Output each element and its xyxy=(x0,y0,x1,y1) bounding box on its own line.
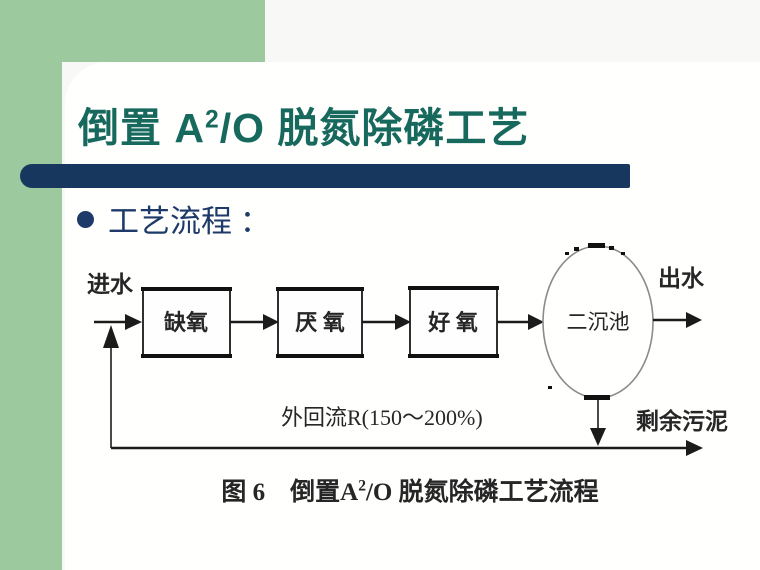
title-text-suffix: /O 脱氮除磷工艺 xyxy=(219,105,530,151)
return-riser-arrow xyxy=(103,325,119,448)
ellipse-dot xyxy=(548,386,552,389)
return-sludge-line xyxy=(111,440,703,456)
ellipse-dot xyxy=(621,252,625,255)
reflux-label: 外回流R(150～200%) xyxy=(281,405,483,430)
sludge-down-arrow xyxy=(590,400,606,446)
process-box-label: 好 氧 xyxy=(427,310,478,335)
excess-sludge-label: 剩余污泥 xyxy=(636,408,728,434)
ellipse-dot xyxy=(609,246,614,250)
ellipse-bottom-dash xyxy=(584,395,610,400)
caption-text-suffix: /O 脱氮除磷工艺流程 xyxy=(365,479,599,506)
left-accent-strip xyxy=(0,0,62,570)
title-underline-bar xyxy=(20,164,630,188)
ellipse-dot xyxy=(565,252,569,255)
flow-arrow-2 xyxy=(362,314,411,330)
process-box-anoxic: 缺氧 xyxy=(141,287,232,358)
page-title: 倒置 A2/O 脱氮除磷工艺 xyxy=(78,94,529,154)
flow-arrow-3 xyxy=(497,314,544,330)
flow-arrow-1 xyxy=(230,314,279,330)
clarifier-ellipse: 二沉池 xyxy=(542,243,654,400)
title-superscript: 2 xyxy=(205,106,220,134)
bullet-label: 工艺流程 ： xyxy=(108,204,271,239)
process-box-anaerobic: 厌 氧 xyxy=(276,287,364,358)
bullet-icon xyxy=(77,211,94,228)
influent-label: 进水 xyxy=(87,272,134,297)
effluent-flow-arrow xyxy=(653,312,702,328)
effluent-label: 出水 xyxy=(658,266,705,291)
inlet-flow-arrow xyxy=(94,314,142,330)
figure-caption: 图 6 倒置A2/O 脱氮除磷工艺流程 xyxy=(150,472,670,508)
process-box-label: 缺氧 xyxy=(164,310,208,335)
process-flow-diagram: 进水 缺氧 厌 氧 xyxy=(87,243,728,456)
ellipse-top-dash xyxy=(588,243,605,248)
ellipse-dot xyxy=(574,247,579,251)
title-text: 倒置 A xyxy=(78,105,205,151)
process-box-aerobic: 好 氧 xyxy=(408,286,499,358)
process-box-label: 厌 氧 xyxy=(295,310,345,335)
clarifier-label: 二沉池 xyxy=(567,310,630,334)
caption-text: 图 6 倒置A xyxy=(221,479,359,506)
top-accent-block xyxy=(0,0,265,62)
caption-superscript: 2 xyxy=(358,477,366,495)
